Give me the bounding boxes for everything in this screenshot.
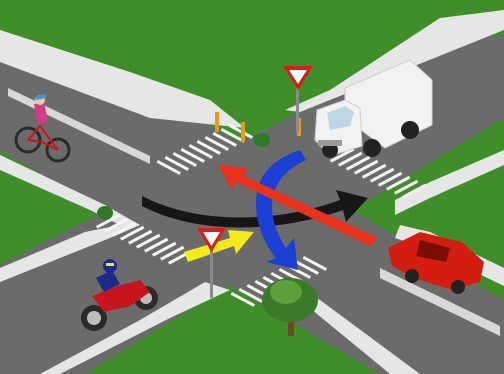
bush [97,206,113,220]
bollard [241,122,245,142]
bollard [215,112,219,132]
bush [254,133,270,147]
